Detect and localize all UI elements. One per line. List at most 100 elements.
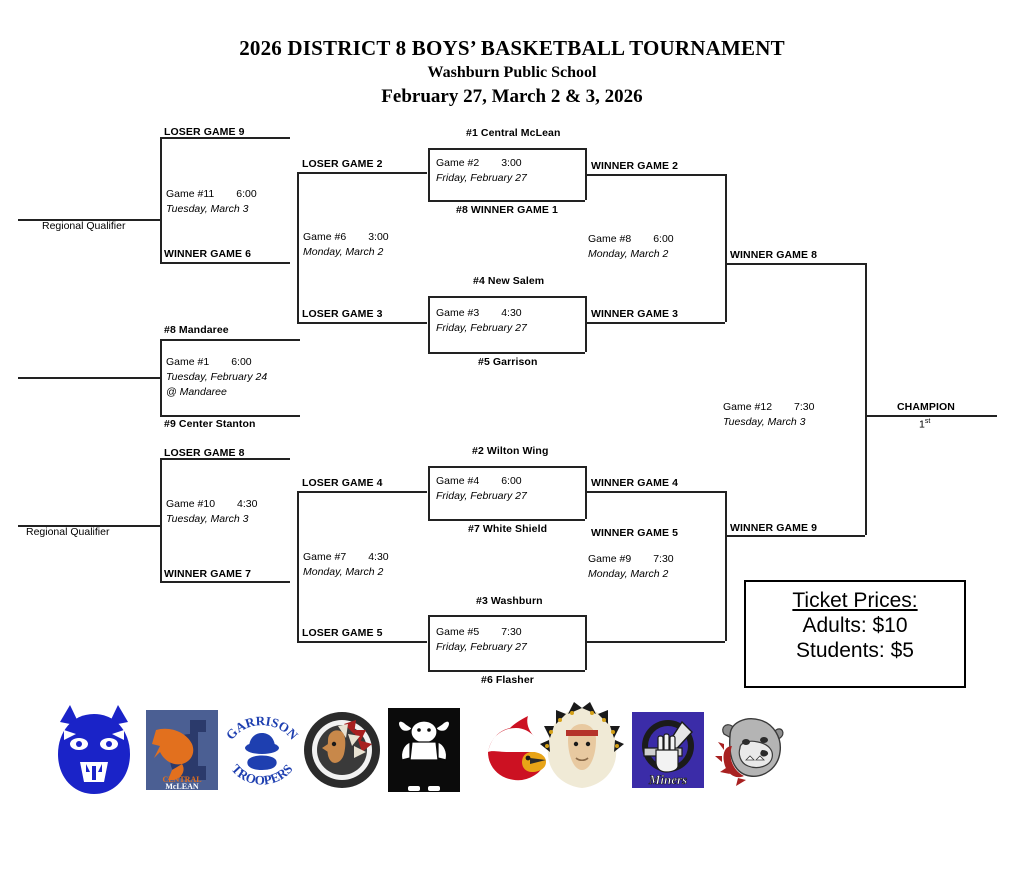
label-loser-game-5: LOSER GAME 5: [302, 627, 383, 639]
seed-5-garrison: #5 Garrison: [478, 356, 538, 368]
game8-top-feed: [585, 174, 725, 176]
seed-9-center-stanton: #9 Center Stanton: [164, 418, 256, 430]
game-4-date: Friday, February 27: [436, 490, 527, 503]
game3-box-right: [585, 296, 587, 352]
game1-box-top: [160, 339, 300, 341]
game3-box-top: [428, 296, 585, 298]
game-7-date: Monday, March 2: [303, 566, 384, 579]
champion-label: CHAMPION: [897, 401, 955, 413]
ticket-prices-box: Ticket Prices: Adults: $10 Students: $5: [744, 580, 966, 688]
game-3-info: Game #3 4:30 Friday, February 27: [436, 306, 527, 336]
game3-box-bottom: [428, 352, 585, 354]
label-loser-game-4: LOSER GAME 4: [302, 477, 383, 489]
label-winner-game-5: WINNER GAME 5: [591, 527, 679, 539]
label-winner-game-8: WINNER GAME 8: [730, 249, 818, 261]
game-4-time: 6:00: [501, 475, 522, 487]
garrison-troopers-logo: GARRISON TROOPERS: [218, 700, 306, 800]
seed-4-new-salem: #4 New Salem: [473, 275, 545, 287]
game-1-info: Game #1 6:00 Tuesday, February 24 @ Manda…: [166, 355, 267, 401]
game4-box-bottom: [428, 519, 585, 521]
game6-box-left: [297, 172, 299, 322]
game7-box-top: [297, 491, 427, 493]
game-2-time: 3:00: [501, 157, 522, 169]
label-loser-game-3: LOSER GAME 3: [302, 308, 383, 320]
seed-8-winner-game-1: #8 WINNER GAME 1: [456, 204, 558, 216]
seed-8-mandaree: #8 Mandaree: [164, 324, 229, 336]
game-5-date: Friday, February 27: [436, 641, 527, 654]
bulldog-logo: [706, 700, 794, 800]
ticket-students-price: Students: $5: [796, 639, 914, 663]
game8-bottom-feed: [585, 322, 725, 324]
game-6-number: Game #6: [303, 231, 347, 243]
game6-box-top: [297, 172, 427, 174]
svg-text:Miners: Miners: [648, 772, 687, 787]
game-8-date: Monday, March 2: [588, 248, 669, 261]
label-winner-game-7: WINNER GAME 7: [164, 568, 252, 580]
game-6-time: 3:00: [368, 231, 389, 243]
game-1-note: @ Mandaree: [166, 386, 227, 399]
game-1-date: Tuesday, February 24: [166, 371, 268, 384]
label-loser-game-9: LOSER GAME 9: [164, 126, 245, 138]
game-3-date: Friday, February 27: [436, 322, 527, 335]
game4-box-left: [428, 466, 430, 519]
seed-6-flasher: #6 Flasher: [481, 674, 534, 686]
game7-box-bottom: [297, 641, 427, 643]
regional-qualifier-bottom: Regional Qualifier: [26, 526, 110, 538]
seed-3-washburn: #3 Washburn: [476, 595, 543, 607]
cardinal-logo: [470, 700, 558, 800]
label-loser-game-8: LOSER GAME 8: [164, 447, 245, 459]
champion-line: [865, 415, 997, 417]
game7-box-left: [297, 491, 299, 641]
page-title: 2026 DISTRICT 8 BOYS’ BASKETBALL TOURNAM…: [0, 36, 1024, 111]
game-3-number: Game #3: [436, 307, 480, 319]
game5-box-left: [428, 615, 430, 670]
game-9-time: 7:30: [653, 553, 674, 565]
chief-wheel-logo: [298, 700, 386, 800]
game11-box-top: [160, 137, 290, 139]
game10-feed-line: [18, 525, 160, 527]
game-7-time: 4:30: [368, 551, 389, 563]
headdress-chief-logo: [538, 700, 626, 800]
game2-box-bottom: [428, 200, 585, 202]
game10-box-bottom: [160, 581, 290, 583]
game5-box-bottom: [428, 670, 585, 672]
game-12-number: Game #12: [723, 401, 773, 413]
label-loser-game-2: LOSER GAME 2: [302, 158, 383, 170]
game-5-time: 7:30: [501, 626, 522, 638]
game-5-number: Game #5: [436, 626, 480, 638]
ticket-adults-price: Adults: $10: [802, 614, 908, 638]
seed-7-white-shield: #7 White Shield: [468, 523, 548, 535]
regional-qualifier-top: Regional Qualifier: [42, 220, 126, 232]
champion-place-suffix: st: [924, 418, 931, 425]
champion-place: 1st: [919, 418, 930, 431]
game-10-date: Tuesday, March 3: [166, 513, 249, 526]
game1-box-bottom: [160, 415, 300, 417]
game-7-number: Game #7: [303, 551, 347, 563]
game12-top-feed: [725, 263, 865, 265]
game11-box-bottom: [160, 262, 290, 264]
svg-text:CENTRAL: CENTRAL: [162, 775, 201, 784]
game-1-time: 6:00: [231, 356, 252, 368]
seed-2-wilton-wing: #2 Wilton Wing: [472, 445, 549, 457]
game-10-time: 4:30: [237, 498, 258, 510]
ticket-prices-title: Ticket Prices:: [792, 589, 918, 612]
bull-logo: [380, 700, 468, 800]
game-1-number: Game #1: [166, 356, 210, 368]
game-7-info: Game #7 4:30 Monday, March 2: [303, 550, 389, 580]
game-8-time: 6:00: [653, 233, 674, 245]
game-2-number: Game #2: [436, 157, 480, 169]
game-3-time: 4:30: [501, 307, 522, 319]
game-11-time: 6:00: [236, 188, 257, 200]
game-9-date: Monday, March 2: [588, 568, 669, 581]
tournament-title: 2026 DISTRICT 8 BOYS’ BASKETBALL TOURNAM…: [239, 36, 785, 60]
label-winner-game-4: WINNER GAME 4: [591, 477, 679, 489]
team-logos-strip: CENTRAL McLEAN GARRISON TROOPERS: [0, 700, 1024, 810]
